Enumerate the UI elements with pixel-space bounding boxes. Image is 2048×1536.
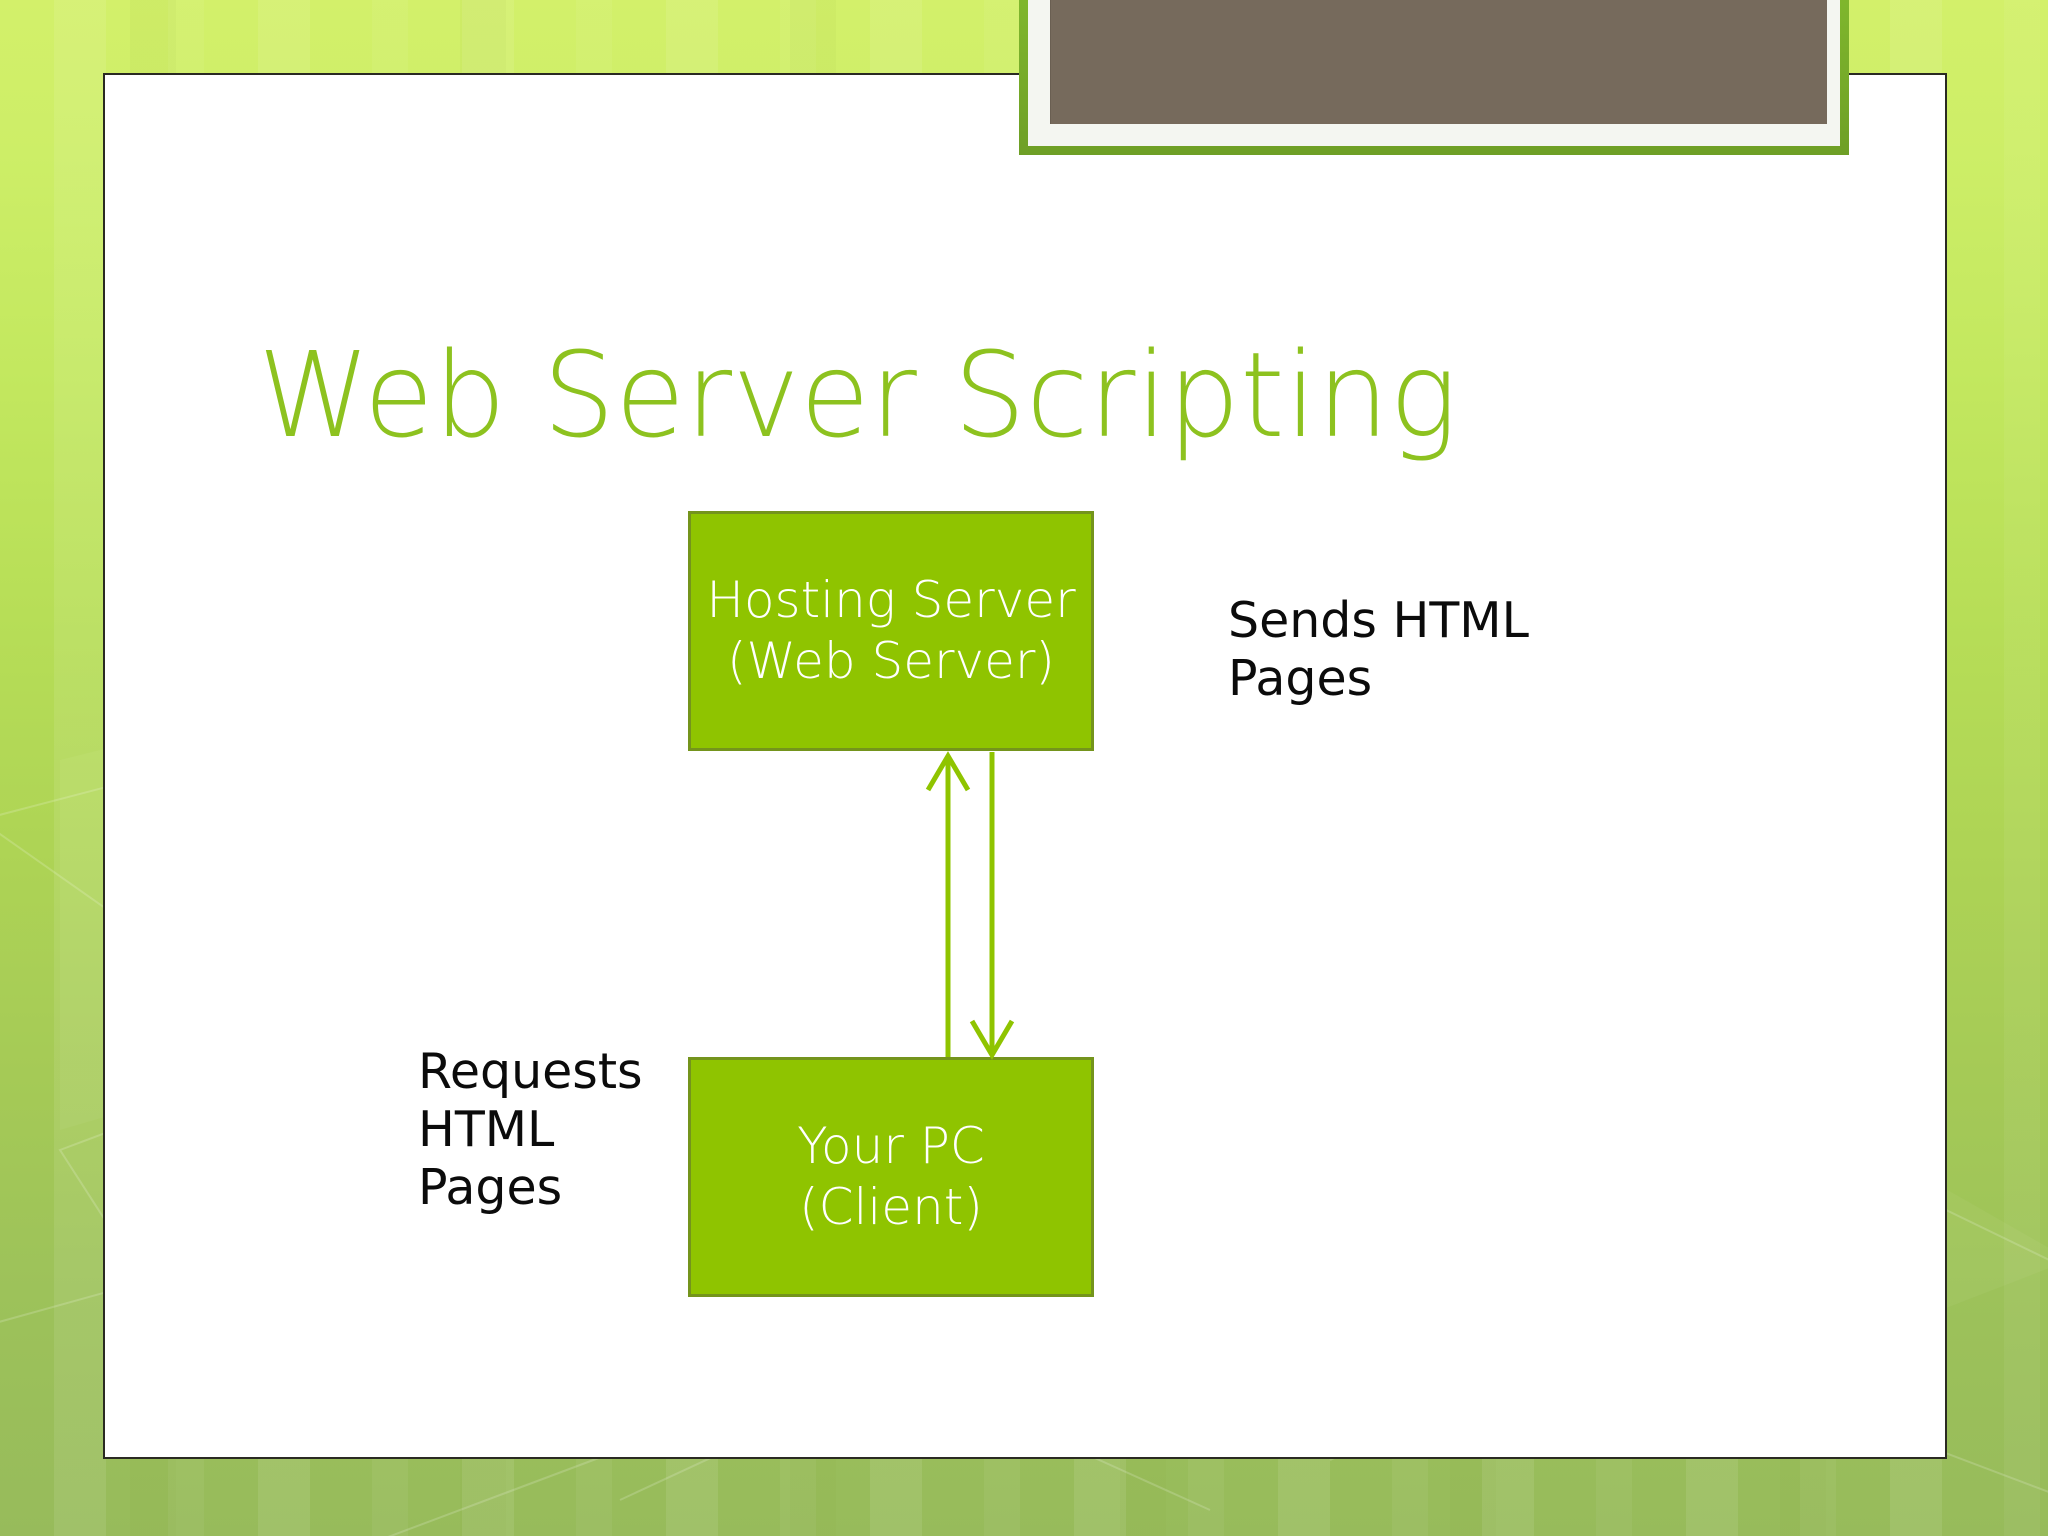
decorative-picture-frame	[1019, 0, 1849, 155]
node-label-line-1: Your PC	[797, 1117, 985, 1175]
diagram-node-hosting-server[interactable]: Hosting Server (Web Server)	[688, 511, 1094, 751]
picture-placeholder-image	[1050, 0, 1827, 124]
node-label-line-1: Hosting Server	[706, 571, 1076, 629]
page-title: Web Server Scripting	[258, 326, 1458, 464]
node-label-line-2: (Client)	[799, 1178, 983, 1236]
node-label-line-2: (Web Server)	[727, 632, 1055, 690]
picture-mat	[1028, 0, 1840, 146]
diagram-node-your-pc[interactable]: Your PC (Client)	[688, 1057, 1094, 1297]
